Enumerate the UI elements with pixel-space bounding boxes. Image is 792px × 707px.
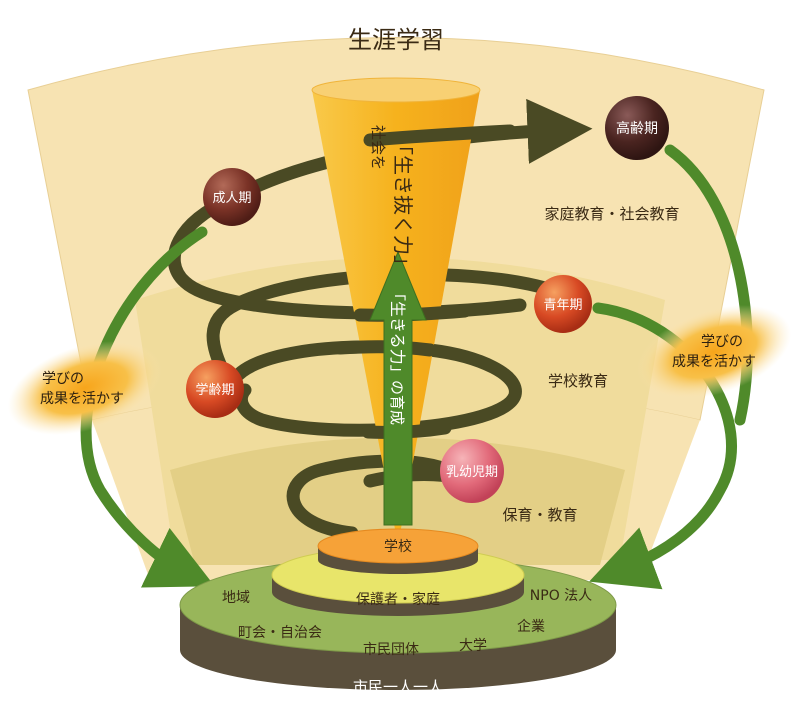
apply-learning-left-line1: 学びの xyxy=(42,371,84,387)
cone-text-line2: 「生き抜く力」 xyxy=(391,135,415,275)
apply-learning-right-line1: 学びの xyxy=(701,334,743,350)
apply-learning-right-line2: 成果を活かす xyxy=(672,354,756,370)
zone-label-inner: 保育・教育 xyxy=(502,506,577,524)
stage-adult: 成人期 xyxy=(203,168,261,226)
arrow-text-quote: 「生きる力」 xyxy=(388,285,407,381)
base-label-guardians: 保護者・家庭 xyxy=(356,591,440,608)
base-label-university: 大学 xyxy=(459,638,487,654)
apply-learning-left: 学びの 成果を活かす xyxy=(7,341,163,435)
stage-elderly: 高齢期 xyxy=(605,96,669,160)
cone-top xyxy=(311,77,481,103)
stage-label-elderly: 高齢期 xyxy=(616,120,658,137)
apply-learning-right: 学びの 成果を活かす xyxy=(636,305,792,399)
stage-school-age: 学齢期 xyxy=(186,360,244,418)
stage-label-school-age: 学齢期 xyxy=(195,382,234,398)
stage-youth: 青年期 xyxy=(534,275,592,333)
stage-infant: 乳幼児期 xyxy=(440,439,504,503)
stage-label-adult: 成人期 xyxy=(212,191,251,206)
base-label-area: 地域 xyxy=(222,590,250,606)
apply-learning-left-line2: 成果を活かす xyxy=(40,391,124,407)
zone-label-outer: 家庭教育・社会教育 xyxy=(544,205,679,223)
feedback-arrow-left xyxy=(80,226,215,588)
arrow-text-rest: の育成 xyxy=(388,380,406,425)
cone-text-line1: 社会を xyxy=(369,125,387,170)
base-label-npo: NPO 法人 xyxy=(530,588,592,604)
stage-label-infant: 乳幼児期 xyxy=(446,465,498,480)
base-label-school: 学校 xyxy=(384,538,412,555)
base-label-citizens: 市民一人一人 xyxy=(353,678,443,696)
growth-arrow xyxy=(369,250,427,526)
zone-label-middle: 学校教育 xyxy=(548,372,608,390)
base-label-company: 企業 xyxy=(517,618,545,635)
page-title: 生涯学習 xyxy=(348,26,444,54)
base-label-citizen-group: 市民団体 xyxy=(363,641,419,658)
base-label-town: 町会・自治会 xyxy=(238,625,322,641)
base-disc-top xyxy=(317,528,479,574)
stage-label-youth: 青年期 xyxy=(543,298,582,313)
